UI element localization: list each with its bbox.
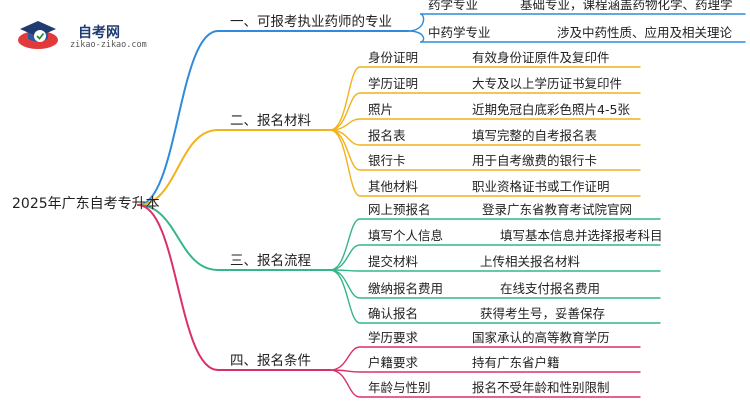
leaf-topic[interactable]: 学历证明 <box>368 76 419 91</box>
leaf-connector <box>407 13 746 32</box>
leaf-topic[interactable]: 中药学专业 <box>428 25 491 40</box>
mind-map-connectors <box>137 13 746 398</box>
leaf-topic[interactable]: 填写个人信息 <box>368 228 444 243</box>
leaf-detail: 登录广东省教育考试院官网 <box>482 202 633 217</box>
leaf-connector <box>329 129 641 197</box>
leaf-connector <box>329 92 641 131</box>
leaf-connector <box>329 66 641 131</box>
leaf-detail: 有效身份证原件及复印件 <box>472 50 610 65</box>
leaf-connector <box>329 244 661 271</box>
leaf-detail: 基础专业，课程涵盖药物化学、药理学 <box>520 0 733 12</box>
leaf-topic[interactable]: 户籍要求 <box>368 355 419 370</box>
leaf-detail: 用于自考缴费的银行卡 <box>472 153 598 168</box>
branch-connector <box>137 204 331 271</box>
branch-topic[interactable]: 四、报名条件 <box>230 353 311 369</box>
leaf-topic[interactable]: 提交材料 <box>368 254 419 269</box>
leaf-topic[interactable]: 网上预报名 <box>368 202 431 217</box>
root-topic[interactable]: 2025年广东自考专升本 <box>12 196 160 212</box>
leaf-detail: 在线支付报名费用 <box>500 281 601 296</box>
leaf-topic[interactable]: 照片 <box>368 102 394 117</box>
leaf-detail: 涉及中药性质、应用及相关理论 <box>557 25 733 40</box>
leaf-topic[interactable]: 年龄与性别 <box>368 380 431 395</box>
leaf-connector <box>329 129 641 171</box>
leaf-connector <box>407 30 746 43</box>
leaf-connector <box>329 369 641 398</box>
leaf-detail: 近期免冠白底彩色照片4-5张 <box>472 102 630 117</box>
leaf-connector <box>329 218 661 271</box>
leaf-topic[interactable]: 其他材料 <box>368 179 419 194</box>
branch-topic[interactable]: 二、报名材料 <box>230 113 311 129</box>
leaf-detail: 国家承认的高等教育学历 <box>472 330 610 345</box>
logo-title: 自考网 <box>78 25 120 41</box>
leaf-topic[interactable]: 学历要求 <box>368 330 419 345</box>
site-logo[interactable]: 自考网 zikao-zikao.com <box>10 12 170 52</box>
leaf-topic[interactable]: 银行卡 <box>368 153 406 168</box>
graduation-cap-icon <box>18 21 58 49</box>
leaf-connector <box>329 346 641 371</box>
leaf-detail: 填写完整的自考报名表 <box>472 128 598 143</box>
branch-connector <box>137 129 331 206</box>
leaf-detail: 大专及以上学历证书复印件 <box>472 76 623 91</box>
logo-url: zikao-zikao.com <box>70 40 147 50</box>
leaf-topic[interactable]: 报名表 <box>368 128 406 143</box>
leaf-detail: 上传相关报名材料 <box>480 254 581 269</box>
leaf-connector <box>329 269 661 272</box>
branch-connector <box>137 204 331 371</box>
branch-connector <box>137 30 409 206</box>
leaf-topic[interactable]: 缴纳报名费用 <box>368 281 444 296</box>
leaf-detail: 获得考生号，妥善保存 <box>480 306 606 321</box>
leaf-topic[interactable]: 确认报名 <box>368 306 419 321</box>
leaf-connector <box>329 269 661 324</box>
branch-topic[interactable]: 三、报名流程 <box>230 253 311 269</box>
leaf-detail: 填写基本信息并选择报考科目 <box>500 228 663 243</box>
branch-topic[interactable]: 一、可报考执业药师的专业 <box>230 14 392 30</box>
leaf-detail: 持有广东省户籍 <box>472 355 560 370</box>
leaf-detail: 报名不受年龄和性别限制 <box>472 380 610 395</box>
leaf-connector <box>329 118 641 131</box>
leaf-detail: 职业资格证书或工作证明 <box>472 179 610 194</box>
leaf-topic[interactable]: 身份证明 <box>368 50 419 65</box>
leaf-topic[interactable]: 药学专业 <box>428 0 479 12</box>
